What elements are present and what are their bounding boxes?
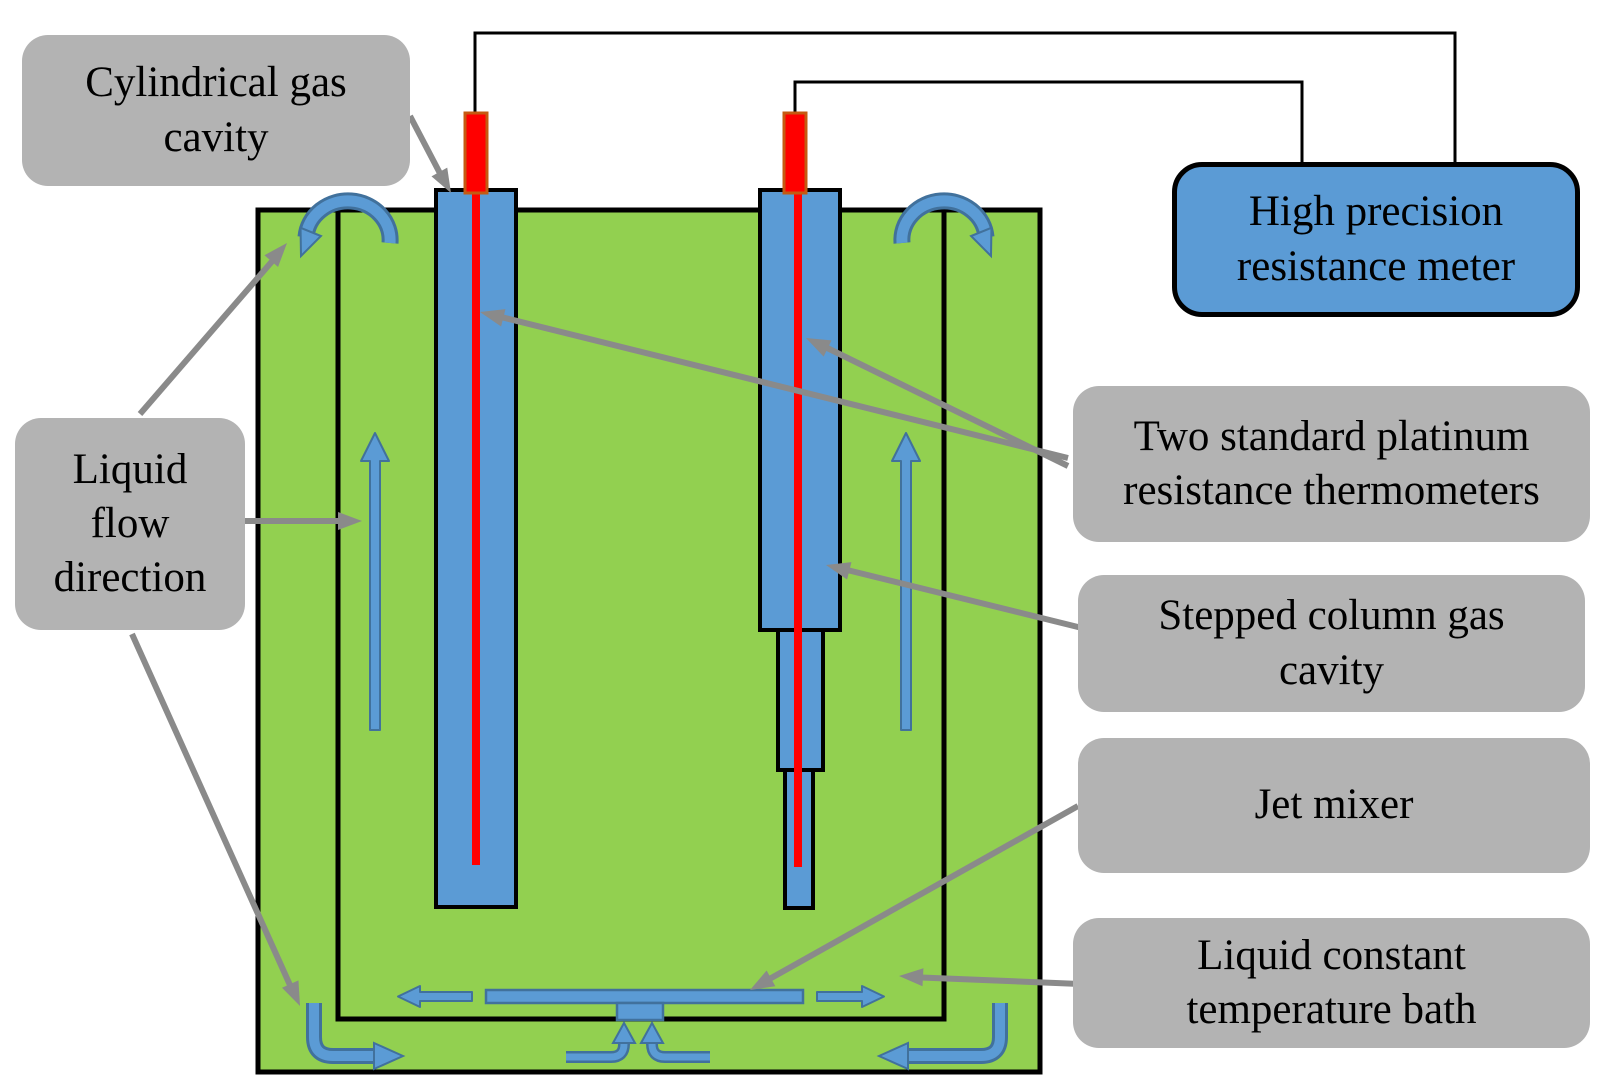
jet-outflow-arrow-right bbox=[816, 985, 885, 1008]
label-jet-mixer-text: Jet mixer bbox=[1254, 781, 1414, 829]
label-stepped-column-gas-cavity: Stepped column gas cavity bbox=[1078, 575, 1585, 712]
thermometer-stem-right bbox=[794, 192, 802, 867]
flow-elbow-bottom-right bbox=[876, 1003, 1008, 1071]
wire-right-thermometer bbox=[793, 80, 1304, 164]
jet-inlet-elbow-right bbox=[639, 1020, 710, 1063]
arrow-thermometers-to-left-column bbox=[480, 309, 1069, 461]
arrow-jet-mixer-label bbox=[750, 803, 1080, 990]
jet-inlet-elbow-left bbox=[566, 1020, 637, 1063]
thermometer-stem-left bbox=[472, 192, 480, 865]
label-high-precision-resistance-meter-text: High precision resistance meter bbox=[1236, 188, 1516, 290]
arrow-liquidflow-to-top bbox=[137, 243, 287, 416]
label-liquid-flow-direction-text: Liquid flow direction bbox=[53, 445, 207, 602]
arrow-liquidflow-to-bottom bbox=[129, 632, 300, 1006]
label-high-precision-resistance-meter: High precision resistance meter bbox=[1172, 162, 1580, 317]
arrow-liquidflow-to-wall bbox=[245, 512, 362, 530]
label-liquid-constant-temperature-bath-text: Liquid constant temperature bath bbox=[1186, 931, 1477, 1033]
thermometer-head-left bbox=[463, 111, 489, 195]
arrow-cylindrical-label bbox=[407, 114, 451, 193]
label-liquid-flow-direction: Liquid flow direction bbox=[15, 418, 245, 630]
thermometer-head-right bbox=[782, 111, 808, 195]
label-liquid-constant-temperature-bath: Liquid constant temperature bath bbox=[1073, 918, 1590, 1048]
label-two-standard-platinum-resistance-thermometers: Two standard platinum resistance thermom… bbox=[1073, 386, 1590, 542]
flow-elbow-bottom-left bbox=[306, 1003, 406, 1071]
label-jet-mixer: Jet mixer bbox=[1078, 738, 1590, 873]
arrow-thermometers-to-right-column bbox=[806, 338, 1070, 469]
arrow-stepped-label bbox=[826, 562, 1083, 631]
flow-arc-top-left bbox=[297, 192, 399, 259]
jet-mixer-bar bbox=[484, 988, 805, 1005]
wire-left-thermometer bbox=[473, 31, 1457, 164]
label-cylindrical-gas-cavity: Cylindrical gas cavity bbox=[22, 35, 410, 186]
label-stepped-column-gas-cavity-text: Stepped column gas cavity bbox=[1158, 592, 1505, 694]
cylindrical-gas-cavity-column bbox=[434, 111, 518, 909]
flow-arc-top-right bbox=[893, 192, 995, 259]
jet-mixer-inlet-block bbox=[615, 1001, 665, 1022]
label-cylindrical-gas-cavity-text: Cylindrical gas cavity bbox=[85, 59, 347, 161]
flow-up-arrow-left bbox=[360, 432, 390, 731]
stepped-column-gas-cavity-column bbox=[758, 111, 842, 910]
jet-outflow-arrow-left bbox=[397, 985, 473, 1008]
label-thermometers-text: Two standard platinum resistance thermom… bbox=[1123, 412, 1540, 514]
arrow-bath-label bbox=[899, 968, 1081, 987]
connector-arrows bbox=[129, 114, 1083, 1006]
